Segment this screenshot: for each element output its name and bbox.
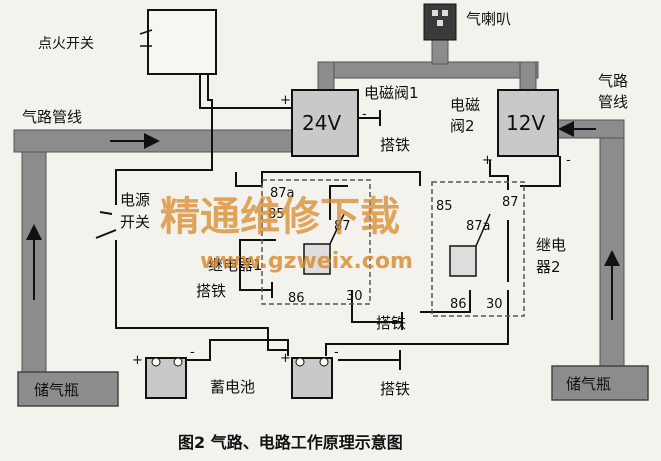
- valve2-label-line2: 阀2: [450, 117, 475, 135]
- valve2-label-line1: 电磁: [450, 96, 480, 114]
- battery-right-plus: +: [280, 351, 291, 366]
- horn-bell-3: [437, 20, 443, 26]
- battery-right-minus: -: [334, 345, 339, 360]
- air-pipe-main-left: [13, 129, 305, 153]
- relay1-pin-87: 87: [334, 219, 351, 234]
- relay1-box: [261, 179, 371, 305]
- tank-left-label: 储气瓶: [34, 381, 79, 399]
- flow-arrows: [26, 121, 620, 320]
- wire-relay1-87: [329, 185, 348, 220]
- relay2-pin-87a: 87a: [466, 219, 491, 234]
- figure-caption: 图2 气路、电路工作原理示意图: [178, 433, 403, 452]
- tank-right: 储气瓶: [551, 365, 649, 401]
- valve1-box: [291, 89, 359, 157]
- ignition-switch-label: 点火开关: [38, 36, 94, 52]
- battery-label: 蓄电池: [210, 378, 255, 396]
- battery-right-terminal-pos: [295, 357, 305, 367]
- relay2-label-line2: 器2: [536, 258, 561, 276]
- solenoid-valve-1: 24V 电磁阀1 + -: [280, 84, 419, 157]
- battery-left-terminal-neg: [173, 357, 183, 367]
- horn-bell-1: [432, 10, 438, 16]
- watermark-main: 精通维修下载: [160, 194, 400, 240]
- tank-left-body: [17, 371, 119, 407]
- wire-relay1-87a: [235, 172, 262, 187]
- valve2-box: [497, 89, 559, 157]
- battery-left-terminal-pos: [151, 357, 161, 367]
- valve1-label: 电磁阀1: [364, 84, 419, 102]
- battery-left-minus: -: [190, 345, 195, 360]
- relay2-pin-87: 87: [502, 195, 519, 210]
- relay2-pin-86: 86: [450, 297, 467, 312]
- air-pipe-left-label: 气路管线: [22, 108, 82, 126]
- tank-right-body: [551, 365, 649, 401]
- wire-relay2-86: [420, 290, 471, 313]
- battery-right-terminal-neg: [319, 357, 329, 367]
- ignition-switch-contact: [139, 29, 153, 35]
- relay2-pin-30: 30: [486, 297, 503, 312]
- valve1-voltage: 24V: [302, 111, 341, 135]
- air-horn: 气喇叭: [423, 3, 511, 41]
- valve2-plus: +: [482, 153, 493, 168]
- valve2-voltage: 12V: [506, 111, 545, 135]
- air-pipe-valve1-riser: [317, 61, 335, 93]
- relay2-box: [431, 181, 525, 317]
- wire-switch-battery: [115, 240, 288, 351]
- relay1-pin-86: 86: [288, 291, 305, 306]
- wire-relays-link: [261, 171, 421, 186]
- air-pipe-right-vertical: [599, 119, 625, 373]
- relay2-label-line1: 继电: [536, 236, 566, 254]
- wiring: [95, 74, 561, 370]
- relay2-coil: [449, 245, 477, 277]
- wire-battery-link: [186, 339, 289, 361]
- solenoid-valve-2: 12V 电磁 阀2 + -: [450, 89, 571, 168]
- valve2-minus: -: [566, 153, 571, 168]
- wire-relay1-30: [351, 290, 402, 323]
- air-pipe-right-label-line2: 管线: [598, 93, 628, 111]
- air-pipe-horn-riser: [431, 39, 449, 65]
- relay-1: 87a 87 85 86 30 继电器1: [208, 179, 371, 306]
- ignition-switch: 点火开关: [38, 9, 217, 75]
- wire-relay2-30: [325, 290, 509, 356]
- valve1-minus: -: [362, 107, 367, 122]
- ignition-switch-box: [147, 9, 217, 75]
- air-pipe-valve2-riser: [519, 61, 537, 93]
- wire-relay1-86-ground: [239, 239, 276, 291]
- watermark-url: www.gzweix.com: [200, 249, 413, 274]
- power-switch-label-line2: 开关: [120, 213, 150, 231]
- ground-label-battery: 搭铁: [380, 380, 410, 398]
- battery-left: + -: [132, 345, 195, 399]
- relay2-pin-85: 85: [436, 199, 453, 214]
- relay1-pin-85: 85: [268, 207, 285, 222]
- wire-valve2-minus: [520, 156, 561, 187]
- relay-2: 85 87a 87 86 30 继电 器2: [431, 181, 566, 317]
- air-pipe-top: [317, 61, 539, 79]
- ground-label-middle: 搭铁: [376, 314, 406, 332]
- ground-label-relay1: 搭铁: [196, 282, 226, 300]
- wire-valve2-relay2: [489, 160, 509, 190]
- relay1-label: 继电器1: [208, 256, 263, 274]
- wire-ignition-valve1: [199, 74, 292, 109]
- tank-left: 储气瓶: [17, 371, 119, 407]
- battery-left-plus: +: [132, 353, 143, 368]
- power-switch-label-line1: 电源: [120, 191, 150, 209]
- relay1-pin-30: 30: [346, 289, 363, 304]
- relay1-coil: [303, 243, 331, 275]
- horn-bell-2: [442, 10, 448, 16]
- ground-label-valve1: 搭铁: [380, 136, 410, 154]
- switch-contact-a: [99, 211, 113, 215]
- wire-ignition-powerswitch: [115, 74, 213, 205]
- relay2-armature: [475, 213, 491, 247]
- horn-label: 气喇叭: [466, 10, 511, 28]
- tank-right-label: 储气瓶: [566, 375, 611, 393]
- switch-lever: [95, 229, 117, 239]
- battery-right: + -: [280, 345, 339, 399]
- air-pipe-right-label-line1: 气路: [598, 72, 628, 90]
- relay1-pin-87a: 87a: [270, 186, 295, 201]
- relay1-armature: [329, 213, 345, 245]
- valve1-plus: +: [280, 93, 291, 108]
